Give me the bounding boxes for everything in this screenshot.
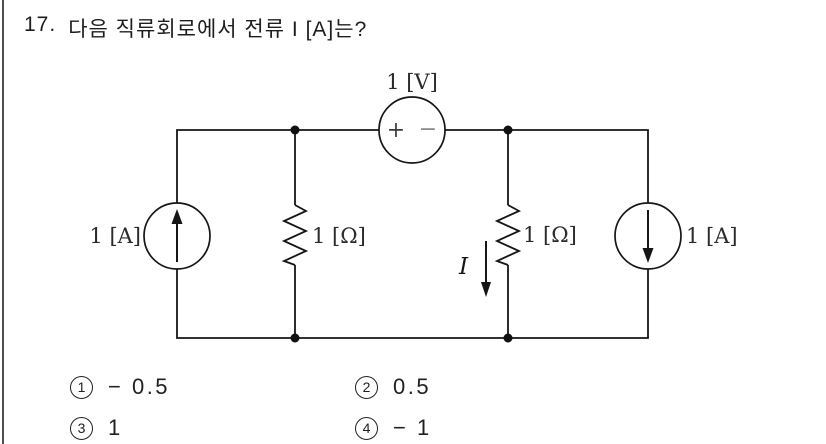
- option-2-value: 0.5: [393, 374, 432, 399]
- voltage-source-plus-sign: +: [387, 118, 405, 143]
- junction-dot-bottom-right: [503, 333, 513, 343]
- current-label: I: [458, 254, 469, 280]
- page-left-border: [2, 0, 4, 444]
- right-current-source-label: 1 [A]: [686, 224, 738, 248]
- voltage-source-circle: [378, 96, 446, 164]
- current-arrowhead-icon: [481, 282, 491, 297]
- question-text: 다음 직류회로에서 전류 I [A]는?: [68, 18, 368, 41]
- left-current-source-label: 1 [A]: [89, 224, 141, 248]
- voltage-source-minus-sign: −: [419, 117, 437, 142]
- option-2-number-badge: 2: [355, 375, 378, 399]
- right-resistor-label: 1 [Ω]: [523, 223, 577, 247]
- left-resistor: 1 [Ω]: [281, 204, 366, 266]
- option-1: 1 − 0.5: [70, 374, 170, 400]
- junction-dot-bottom-left: [290, 333, 300, 343]
- option-1-value: − 0.5: [108, 374, 171, 399]
- option-1-number-badge: 1: [70, 375, 93, 399]
- left-current-source: 1 [A]: [89, 202, 211, 270]
- option-4: 4 − 1: [355, 415, 432, 441]
- right-resistor: 1 [Ω]: [494, 204, 577, 266]
- right-resistor-zigzag: [494, 204, 522, 266]
- wire-outer-loop: [176, 129, 649, 339]
- question: 17. 다음 직류회로에서 전류 I [A]는?: [24, 13, 367, 43]
- voltage-source-label: 1 [V]: [386, 70, 438, 94]
- left-resistor-label: 1 [Ω]: [312, 224, 366, 248]
- option-3-value: 1: [108, 415, 123, 440]
- left-resistor-zigzag: [281, 204, 309, 266]
- option-3-number-badge: 3: [70, 416, 93, 440]
- junction-dot-top-left: [290, 125, 300, 135]
- right-current-source: 1 [A]: [614, 202, 738, 270]
- left-current-source-arrowhead-icon: [171, 209, 183, 224]
- right-current-source-arrowhead-icon: [642, 248, 654, 263]
- option-3: 3 1: [70, 415, 123, 441]
- junction-dot-top-right: [503, 125, 513, 135]
- option-2: 2 0.5: [355, 374, 431, 400]
- option-4-value: − 1: [393, 415, 432, 440]
- question-number: 17.: [24, 13, 57, 36]
- current-arrow: I: [458, 241, 491, 297]
- option-4-number-badge: 4: [355, 416, 378, 440]
- voltage-source: + − 1 [V]: [378, 70, 446, 164]
